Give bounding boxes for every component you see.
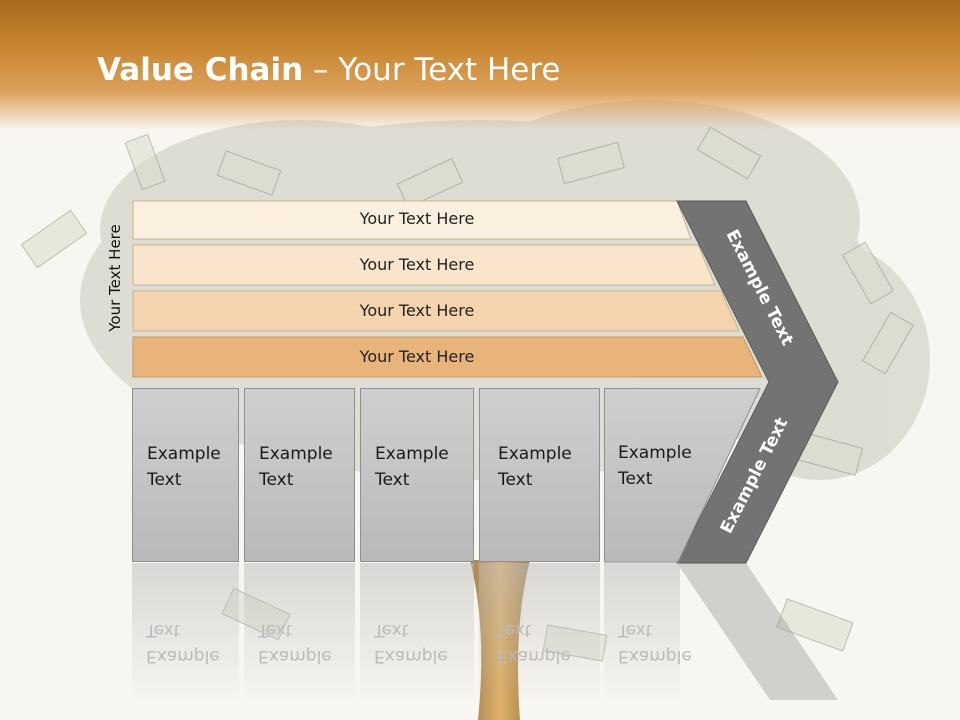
slide-title: Value Chain – Your Text Here: [97, 52, 560, 88]
bar-3-shape: [132, 290, 740, 332]
bar-4-shape: [132, 336, 763, 378]
chevron-reflection: [677, 563, 838, 700]
box-5-reflection: Example Text: [604, 563, 692, 703]
box-3-line2: Text: [375, 470, 410, 490]
box-2-reflection-line2: Text: [258, 620, 293, 640]
box-1-line1: Example: [147, 444, 221, 464]
bar-2-label: Your Text Here: [359, 255, 475, 274]
box-5-reflection-line2: Text: [618, 620, 653, 640]
box-1-reflection: Example Text: [132, 563, 239, 703]
box-3-reflection-line1: Example: [374, 646, 448, 666]
header-band: [0, 0, 960, 130]
box-4-reflection: Example Text: [479, 563, 600, 703]
box-2-reflection-line1: Example: [258, 646, 332, 666]
box-4-reflection-line2: Text: [497, 620, 532, 640]
box-3-reflection-line2: Text: [374, 620, 409, 640]
box-3-reflection: Example Text: [360, 563, 474, 703]
box-3-line1: Example: [375, 444, 449, 464]
box-5-line2: Text: [618, 469, 653, 489]
bar-4-label: Your Text Here: [359, 347, 475, 366]
box-4-reflection-line1: Example: [497, 646, 571, 666]
box-1-line2: Text: [147, 470, 182, 490]
box-5-line1: Example: [618, 443, 692, 463]
bar-2-shape: [132, 244, 716, 286]
bar-1-shape: [132, 200, 692, 240]
bar-3-label: Your Text Here: [359, 301, 475, 320]
activity-box-5-shape: [604, 388, 761, 563]
box-4-line1: Example: [498, 444, 572, 464]
box-4-line2: Text: [498, 470, 533, 490]
title-rest: – Your Text Here: [303, 52, 561, 88]
box-2-line2: Text: [259, 470, 294, 490]
box-2-reflection: Example Text: [244, 563, 355, 703]
bar-1-label: Your Text Here: [359, 209, 475, 228]
box-5-reflection-line1: Example: [618, 646, 692, 666]
box-1-reflection-line2: Text: [146, 620, 181, 640]
chevron-arrow: [676, 200, 839, 564]
box-1-reflection-line1: Example: [146, 646, 220, 666]
title-bold: Value Chain: [97, 52, 304, 88]
box-2-line1: Example: [259, 444, 333, 464]
